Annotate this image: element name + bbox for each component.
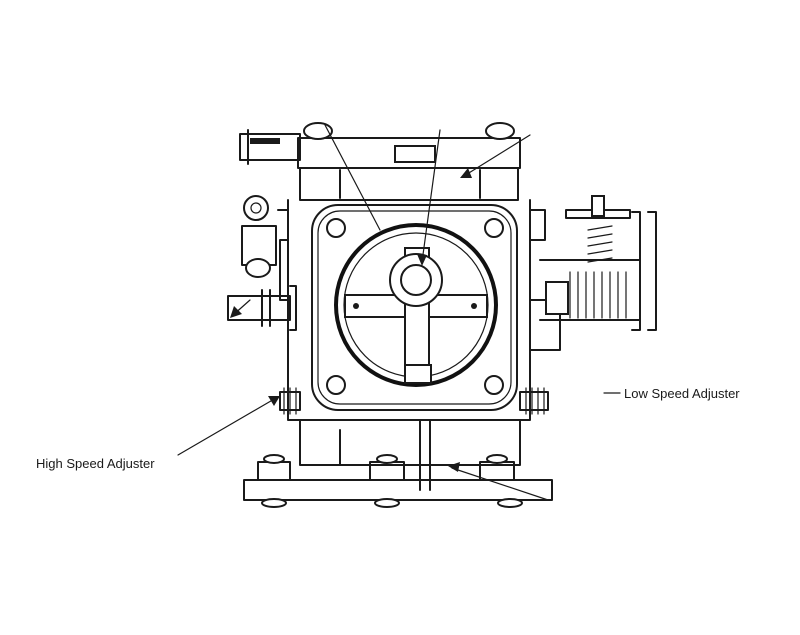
- throttle-bore: [334, 223, 498, 387]
- right-fittings: [539, 195, 657, 331]
- mounting-flange: [311, 204, 518, 411]
- top-cover: [297, 122, 521, 201]
- leader-lines: [177, 124, 621, 501]
- throttle-lever: [239, 129, 301, 165]
- high-speed-adjuster-label: High Speed Adjuster: [36, 456, 155, 471]
- adjuster-screws: [279, 387, 549, 415]
- low-speed-adjuster-label: Low Speed Adjuster: [624, 386, 740, 401]
- left-fittings: [227, 195, 297, 331]
- base-plate: [243, 419, 553, 508]
